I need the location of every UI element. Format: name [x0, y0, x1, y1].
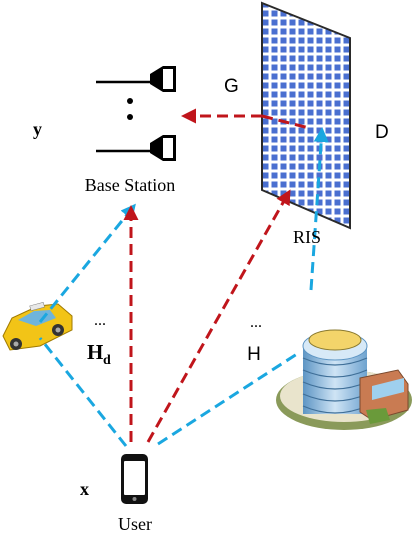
link-user-ris — [146, 189, 291, 443]
bs-dot — [127, 98, 133, 104]
label-Hd: H — [87, 340, 103, 364]
label-base-station: Base Station — [85, 175, 176, 195]
building-icon — [276, 329, 412, 430]
bs-dot — [127, 114, 133, 120]
user-phone-icon — [121, 454, 148, 504]
link-taxi-bs — [38, 203, 136, 323]
label-x: x — [80, 479, 89, 499]
link-user-building — [157, 350, 301, 446]
label-D: D — [375, 122, 389, 143]
label-dots-left: ... — [94, 312, 106, 329]
label-user: User — [118, 514, 152, 534]
label-dots-right: ... — [250, 314, 262, 331]
base-station-icon — [96, 66, 176, 161]
taxi-icon — [2, 301, 73, 351]
link-user-taxi — [38, 337, 128, 447]
link-building-ris — [309, 127, 329, 291]
label-H: H — [247, 344, 261, 365]
label-ris: RIS — [293, 227, 321, 247]
label-y: y — [33, 119, 42, 139]
link-ris-internal — [261, 114, 310, 130]
label-G: G — [224, 76, 239, 97]
ris-panel-icon — [261, 1, 351, 230]
label-Hd-sub: d — [103, 353, 111, 368]
